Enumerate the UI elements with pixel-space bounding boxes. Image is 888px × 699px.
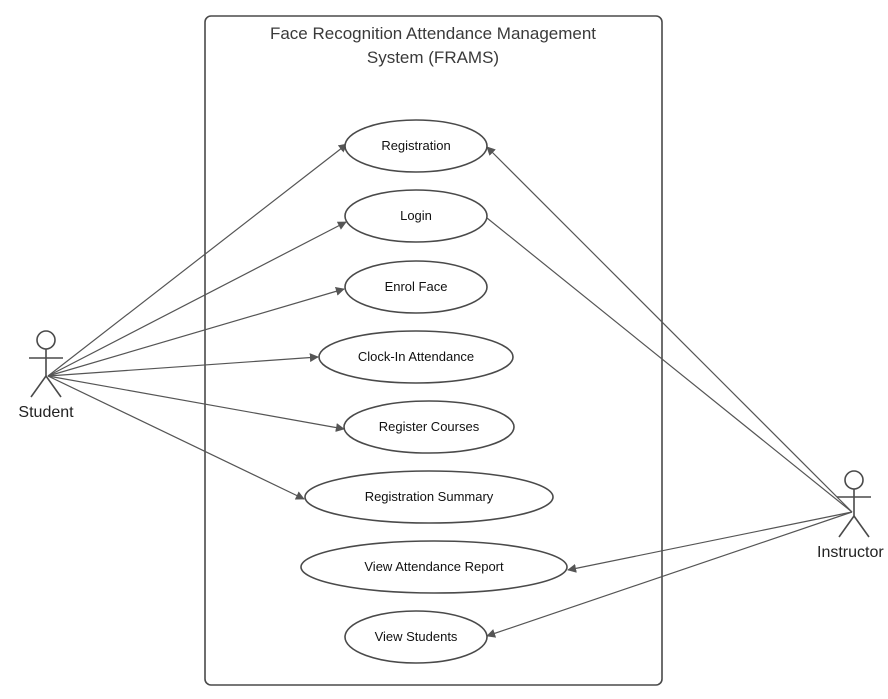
use-case-clock-in-attendance: Clock-In Attendance bbox=[318, 330, 514, 384]
use-case-registration-label: Registration bbox=[381, 138, 450, 153]
assoc-instructor-login bbox=[486, 217, 853, 513]
use-case-view-attendance-report-label: View Attendance Report bbox=[364, 559, 504, 574]
use-case-register-courses: Register Courses bbox=[343, 400, 515, 454]
use-case-enrol-face-label: Enrol Face bbox=[385, 279, 448, 294]
student-associations bbox=[47, 143, 348, 500]
use-case-enrol-face: Enrol Face bbox=[344, 260, 488, 314]
assoc-student-registration bbox=[47, 143, 348, 377]
use-case-registration: Registration bbox=[344, 119, 488, 173]
assoc-student-enrol-face bbox=[47, 286, 345, 377]
assoc-student-registration-summary bbox=[47, 375, 305, 500]
use-case-login: Login bbox=[344, 189, 488, 243]
instructor-associations bbox=[486, 146, 853, 638]
system-title-line1: Face Recognition Attendance Management bbox=[270, 24, 596, 43]
use-case-register-courses-label: Register Courses bbox=[379, 419, 480, 434]
use-case-view-attendance-report: View Attendance Report bbox=[300, 540, 568, 594]
use-case-login-label: Login bbox=[400, 208, 432, 223]
use-case-view-students: View Students bbox=[344, 610, 488, 664]
system-boundary bbox=[204, 15, 663, 686]
use-case-registration-summary: Registration Summary bbox=[304, 470, 554, 524]
assoc-instructor-registration bbox=[486, 146, 853, 513]
assoc-instructor-view-attendance-report bbox=[567, 511, 853, 573]
assoc-student-clock-in bbox=[47, 353, 319, 377]
instructor-actor-label: Instructor bbox=[817, 544, 884, 561]
use-case-clock-in-attendance-label: Clock-In Attendance bbox=[358, 349, 474, 364]
student-actor-label: Student bbox=[18, 404, 74, 421]
use-case-registration-summary-label: Registration Summary bbox=[365, 489, 494, 504]
assoc-student-login bbox=[47, 221, 347, 377]
use-case-view-students-label: View Students bbox=[375, 629, 458, 644]
system-title-line2: System (FRAMS) bbox=[367, 48, 499, 67]
instructor-actor-icon bbox=[837, 470, 871, 538]
student-actor-icon bbox=[29, 330, 63, 398]
assoc-student-register-courses bbox=[47, 375, 345, 433]
assoc-instructor-view-students bbox=[486, 511, 853, 638]
